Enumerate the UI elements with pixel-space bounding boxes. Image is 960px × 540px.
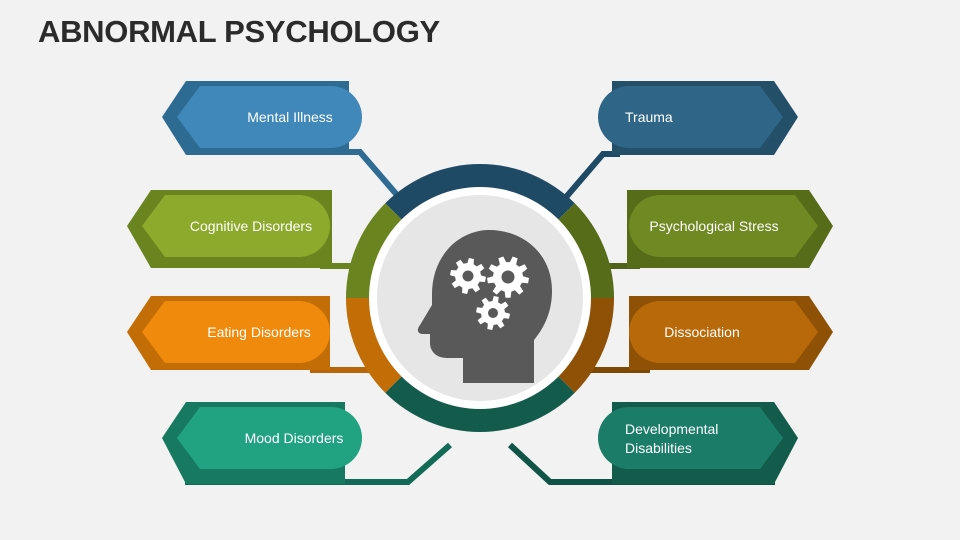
label-developmental-disabilities: Developmental bbox=[625, 421, 718, 437]
left-item-eating-disorders[interactable]: Eating Disorders bbox=[127, 296, 330, 370]
label-developmental-disabilities-line2: Disabilities bbox=[625, 440, 692, 456]
ring-segment-green-left bbox=[346, 203, 404, 298]
left-item-mood-disorders[interactable]: Mood Disorders bbox=[162, 402, 362, 484]
label-psychological-stress: Psychological Stress bbox=[649, 218, 778, 234]
slide-title: ABNORMAL PSYCHOLOGY bbox=[38, 14, 440, 49]
left-item-cognitive-disorders[interactable]: Cognitive Disorders bbox=[127, 190, 332, 268]
label-mood-disorders: Mood Disorders bbox=[245, 430, 344, 446]
gear-bottom-icon-hole bbox=[488, 308, 498, 318]
label-cognitive-disorders: Cognitive Disorders bbox=[190, 218, 312, 234]
center-ring bbox=[346, 163, 614, 433]
ring-segment-navy bbox=[385, 163, 575, 222]
ring-segment-brown-right bbox=[556, 298, 614, 393]
right-item-trauma[interactable]: Trauma bbox=[598, 81, 798, 155]
ring-segment-teal-bottom bbox=[385, 374, 575, 433]
gear-right-icon-hole bbox=[501, 270, 515, 284]
right-item-dissociation[interactable]: Dissociation bbox=[629, 296, 833, 370]
label-dissociation: Dissociation bbox=[664, 324, 739, 340]
label-eating-disorders: Eating Disorders bbox=[207, 324, 311, 340]
gears bbox=[450, 256, 529, 330]
head-with-gears-icon bbox=[417, 229, 552, 383]
gear-left-icon-hole bbox=[462, 270, 474, 282]
ring-segment-olive-right bbox=[556, 203, 614, 298]
right-item-psychological-stress[interactable]: Psychological Stress bbox=[627, 190, 833, 268]
ring-segment-orange-left bbox=[346, 298, 404, 393]
connector-mental-illness bbox=[345, 149, 413, 212]
left-item-mental-illness[interactable]: Mental Illness bbox=[162, 81, 362, 155]
label-mental-illness: Mental Illness bbox=[247, 109, 333, 125]
right-item-developmental-disabilities[interactable]: Developmental Disabilities bbox=[598, 402, 798, 484]
label-trauma: Trauma bbox=[625, 109, 673, 125]
